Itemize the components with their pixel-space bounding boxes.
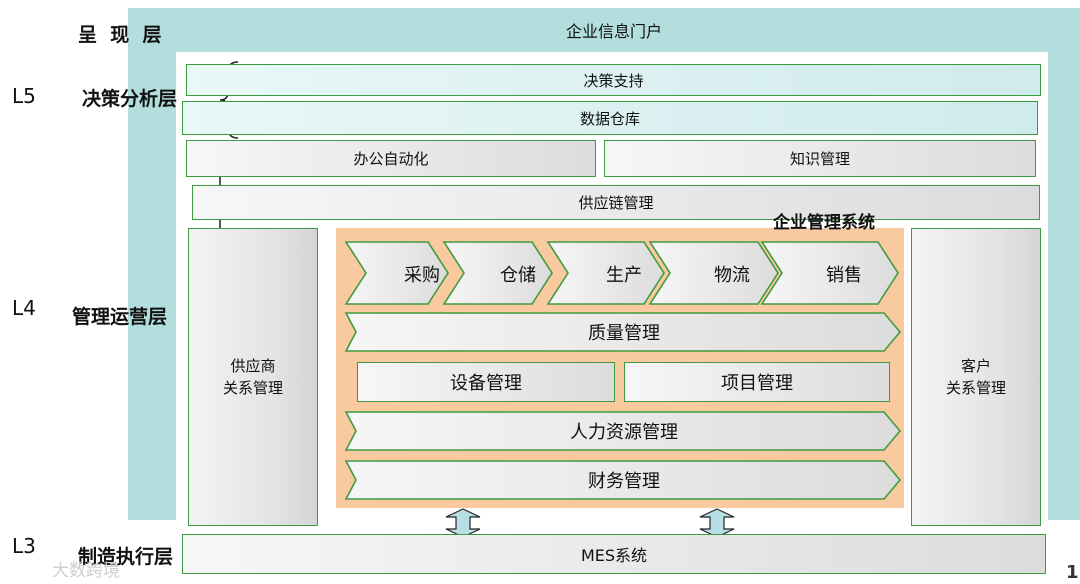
mes-system-box: MES系统 [182,534,1046,574]
finance-management-label: 财务管理 [588,471,660,492]
chevron-storage [442,241,553,305]
chain-step: 仓储 [500,265,536,286]
chain-step: 生产 [606,265,642,286]
chevron-purchase [344,241,449,305]
l4-code: L4 [12,296,36,320]
presentation-layer-label: 呈 现 层 [78,24,162,46]
l3-label: 制造执行层 [78,546,174,568]
customer-relationship-box: 客户 关系管理 [911,228,1041,526]
l3-code: L3 [12,534,36,558]
supply-chain-box: 供应链管理 [192,185,1040,220]
l5-label: 决策分析层 [82,88,178,110]
portal-title: 企业信息门户 [565,22,662,41]
chain-step: 销售 [826,265,862,286]
chevron-sales [760,241,899,305]
supplier-relationship-box: 供应商 关系管理 [188,228,318,526]
equipment-management-box: 设备管理 [357,362,615,402]
office-automation-box: 办公自动化 [186,140,596,177]
hr-management-label: 人力资源管理 [570,422,678,443]
chevron-production [546,241,665,305]
data-warehouse-box: 数据仓库 [182,101,1038,135]
core-system-title: 企业管理系统 [773,213,875,233]
page-number: 1 [1066,562,1079,583]
hr-arrow [344,411,902,451]
l4-label: 管理运营层 [72,306,168,328]
quality-management-label: 质量管理 [588,323,660,344]
chain-step: 物流 [714,265,750,286]
value-chain-arrows [344,241,899,305]
l5-code: L5 [12,84,36,108]
quality-arrow [344,312,902,352]
chain-step: 采购 [404,265,440,286]
project-management-box: 项目管理 [624,362,890,402]
knowledge-management-box: 知识管理 [604,140,1036,177]
finance-arrow [344,460,902,500]
watermark: 大数跨境 [52,561,120,581]
chevron-logistics [648,241,779,305]
decision-support-box: 决策支持 [186,64,1041,96]
